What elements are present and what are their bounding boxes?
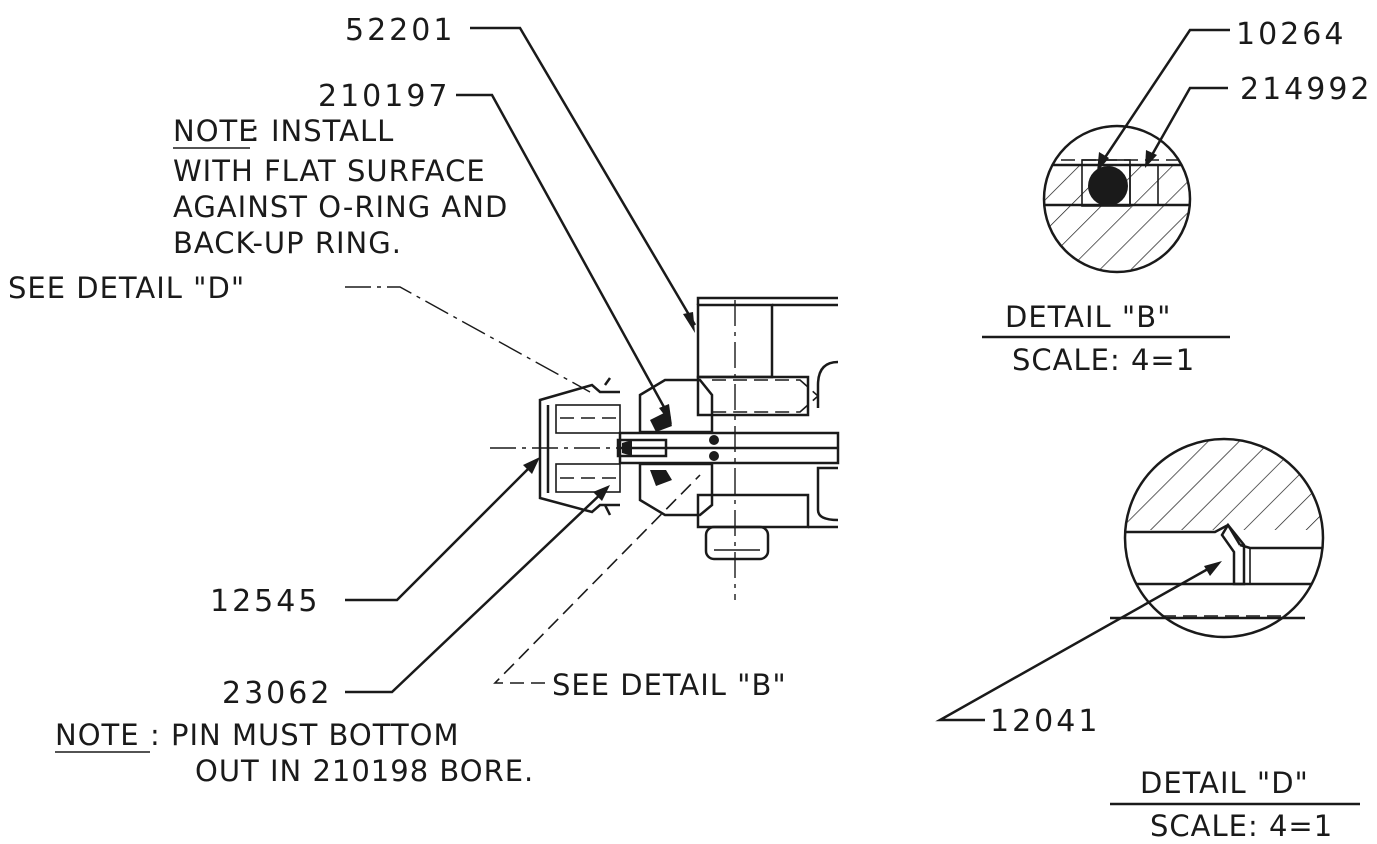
see-detail-d-label: SEE DETAIL "D" (8, 271, 245, 305)
callout-214992: 214992 (1240, 72, 1373, 107)
detail-b-view (982, 28, 1230, 339)
note1-keyword: NOTE (173, 114, 258, 148)
arrowhead (659, 404, 672, 425)
detail-d-view (935, 437, 1360, 806)
arrowhead (523, 457, 540, 474)
arrowhead (1145, 150, 1157, 168)
callout-12041: 12041 (990, 704, 1100, 739)
see-detail-b-label: SEE DETAIL "B" (552, 668, 787, 702)
arrowhead (1204, 561, 1222, 576)
note1-line4: BACK-UP RING. (173, 226, 402, 260)
o-ring (1088, 166, 1128, 206)
note2-line2: OUT IN 210198 BORE. (195, 754, 534, 788)
callout-12545: 12545 (210, 584, 320, 619)
note2-line1: : PIN MUST BOTTOM (150, 718, 460, 752)
shaft (618, 431, 840, 465)
arrowhead (1097, 152, 1109, 172)
detail-b-title: DETAIL "B" (1005, 300, 1171, 334)
cap-connector (538, 377, 621, 516)
callout-52201: 52201 (345, 13, 455, 48)
fitting-nut (638, 378, 719, 517)
detail-b-scale: SCALE: 4=1 (1012, 343, 1195, 377)
callout-23062: 23062 (222, 676, 332, 711)
note1-line1: : INSTALL (250, 114, 394, 148)
pin (616, 438, 668, 458)
arrowhead (683, 312, 695, 333)
bolt-head (704, 525, 770, 561)
arrowhead (593, 485, 610, 501)
callout-210197: 210197 (318, 79, 451, 114)
housing-block (696, 296, 839, 529)
detail-b-circle (1042, 124, 1192, 274)
detail-d-circle (1123, 437, 1325, 639)
main-section-view (490, 296, 840, 600)
note1-line2: WITH FLAT SURFACE (173, 154, 486, 188)
detail-d-scale: SCALE: 4=1 (1150, 809, 1333, 843)
note2-keyword: NOTE (55, 718, 140, 752)
detail-d-title: DETAIL "D" (1140, 766, 1309, 800)
callout-10264: 10264 (1236, 17, 1346, 52)
note1-line3: AGAINST O-RING AND (173, 190, 508, 224)
leader-lines (345, 26, 701, 694)
